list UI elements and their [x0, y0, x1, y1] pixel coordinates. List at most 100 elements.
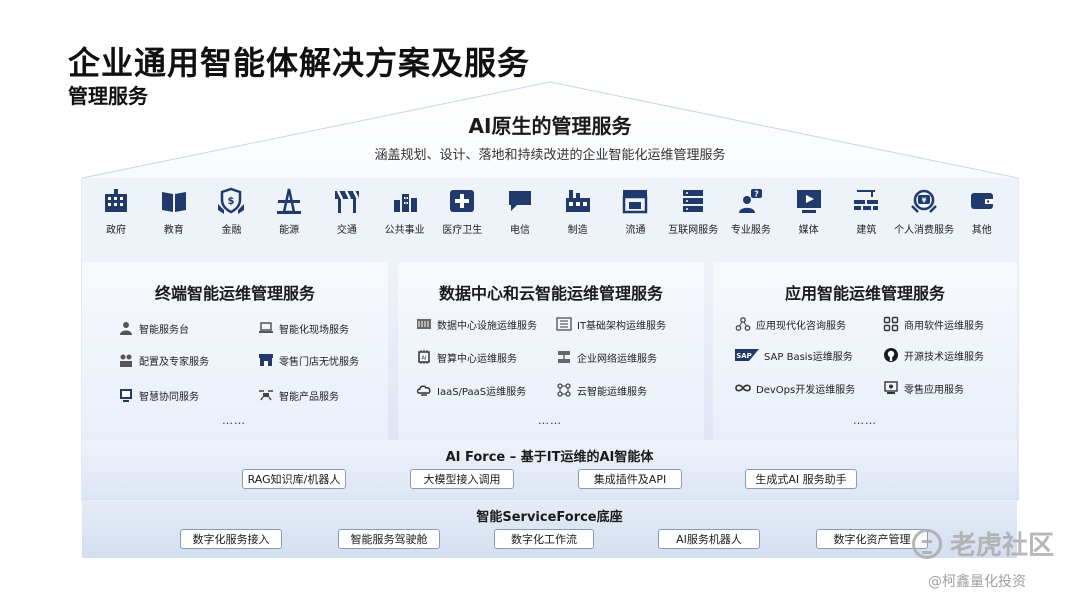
service-force-base: 智能ServiceForce底座 数字化服务接入 智能服务驾驶舱 数字化工作流 …: [82, 500, 1017, 558]
service-item: 数据中心设施运维服务: [416, 316, 537, 332]
roof-subtitle: 涵盖规划、设计、落地和持续改进的企业智能化运维管理服务: [374, 148, 726, 163]
laptop-icon: [259, 322, 273, 333]
service-item: IaaS/PaaS运维服务: [416, 382, 526, 398]
pos-terminal-icon: [884, 381, 898, 394]
industry-media: 媒体: [783, 186, 835, 246]
city-icon: [393, 194, 417, 212]
server-icon: [683, 190, 704, 212]
service-item: 智能产品服务: [258, 387, 339, 403]
watermark-credit: @柯鑫量化投资: [928, 574, 1026, 590]
chip-digital-access: 数字化服务接入: [180, 529, 282, 549]
oil-rig-icon: [277, 188, 302, 214]
more-ellipsis: ……: [222, 414, 246, 427]
drone-icon: [259, 390, 273, 401]
ai-force-title: AI Force – 基于IT运维的AI智能体: [445, 450, 654, 465]
industry-other: 其他: [956, 186, 1008, 246]
svg-text:AI: AI: [422, 356, 427, 362]
service-item: 智能服务台: [118, 320, 189, 336]
svg-text:?: ?: [754, 190, 759, 199]
industry-row: 政府 教育 $ 金融 能源 交通 公共事业 医疗卫生 电信 制造 流通 互联网服…: [90, 186, 1008, 246]
industry-healthcare: 医疗卫生: [436, 186, 488, 246]
shield-hand-icon: $: [218, 187, 245, 214]
road-barrier-icon: [334, 190, 359, 213]
chip-service-cockpit: 智能服务驾驶舱: [338, 529, 440, 549]
svg-text:SAP: SAP: [736, 352, 752, 360]
svg-text:$: $: [228, 196, 235, 207]
retail-store-icon: [259, 354, 273, 366]
book-icon: [161, 192, 186, 212]
service-item: 零售门店无忧服务: [258, 352, 359, 368]
industry-professional: ? 专业服务: [725, 186, 777, 246]
roof-title: AI原生的管理服务: [468, 114, 632, 138]
chip-llm-access: 大模型接入调用: [410, 469, 514, 489]
devops-icon: [735, 384, 751, 392]
chip-digital-workflow: 数字化工作流: [494, 529, 594, 549]
service-item: 商用软件运维服务: [883, 316, 984, 332]
building-icon: [105, 189, 127, 212]
service-item: 零售应用服务: [883, 380, 964, 396]
brick-crane-icon: [854, 190, 879, 210]
panel-datacenter-cloud-ops: 数据中心和云智能运维管理服务 数据中心设施运维服务 IT基础架构运维服务 AI …: [398, 262, 704, 440]
chip-genai-assistant: 生成式AI 服务助手: [745, 469, 857, 489]
tiger-logo-icon: [912, 528, 942, 559]
panel-terminal-ops: 终端智能运维管理服务 智能服务台 智能化现场服务 配置及专家服务 零售门店无忧服…: [82, 262, 388, 440]
chip-ai-robot: AI服务机器人: [658, 529, 760, 549]
svg-text:¥: ¥: [922, 197, 927, 205]
panel-title: 终端智能运维管理服务: [154, 284, 315, 303]
collaboration-icon: [120, 389, 132, 402]
consumer-service-icon: ¥: [911, 189, 937, 213]
service-item: AI 智算中心运维服务: [416, 349, 517, 365]
service-item: IT基础架构运维服务: [556, 316, 666, 332]
chip-rag-knowledge: RAG知识库/机器人: [242, 469, 346, 489]
medical-cross-icon: [450, 190, 475, 212]
service-item: 智能化现场服务: [258, 320, 349, 336]
industry-internet: 互联网服务: [667, 186, 719, 246]
ai-force-band: AI Force – 基于IT运维的AI智能体 RAG知识库/机器人 大模型接入…: [82, 440, 1017, 498]
ai-chip-icon: AI: [418, 350, 430, 364]
industry-transport: 交通: [321, 186, 373, 246]
datacenter-icon: [417, 319, 431, 329]
industry-manufacturing: 制造: [552, 186, 604, 246]
sap-logo-icon: SAP: [735, 349, 759, 361]
service-item: 企业网络运维服务: [556, 349, 657, 365]
service-item: 云智能运维服务: [556, 382, 647, 398]
app-grid-icon: [883, 316, 899, 332]
wallet-icon: [970, 193, 993, 209]
industry-construction: 建筑: [840, 186, 892, 246]
industry-telecom: 电信: [494, 186, 546, 246]
industry-finance: $ 金融: [205, 186, 257, 246]
store-icon: [623, 190, 648, 214]
industry-education: 教育: [148, 186, 200, 246]
service-item: DevOps开发运维服务: [735, 380, 855, 396]
consultant-icon: ?: [738, 189, 762, 213]
page-subtitle: 管理服务: [68, 84, 148, 108]
chip-plugins-api: 集成插件及API: [578, 469, 682, 489]
industry-energy: 能源: [263, 186, 315, 246]
chat-bubble-icon: [509, 191, 532, 211]
service-item: 配置及专家服务: [118, 352, 209, 368]
github-icon: [884, 348, 898, 362]
page-title: 企业通用智能体解决方案及服务: [68, 44, 531, 82]
panel-title: 数据中心和云智能运维管理服务: [438, 284, 663, 303]
service-item: SAP SAP Basis运维服务: [735, 347, 853, 363]
more-ellipsis: ……: [853, 414, 877, 427]
watermark-logo: 老虎社区: [912, 525, 1054, 562]
cloud-layers-icon: [416, 385, 431, 396]
panel-title: 应用智能运维管理服务: [784, 284, 945, 303]
industry-government: 政府: [90, 186, 142, 246]
chip-digital-asset: 数字化资产管理: [816, 529, 928, 549]
industry-distribution: 流通: [609, 186, 661, 246]
factory-icon: [565, 190, 590, 212]
industry-consumer: ¥ 个人消费服务: [894, 186, 954, 246]
service-desk-icon: [120, 322, 132, 335]
video-play-icon: [796, 190, 821, 213]
industry-public-utility: 公共事业: [379, 186, 431, 246]
it-infra-icon: [556, 317, 572, 331]
expert-team-icon: [120, 354, 132, 367]
service-item: 开源技术运维服务: [883, 347, 984, 363]
network-icon: [558, 351, 570, 363]
cloud-nodes-icon: [557, 383, 571, 397]
base-title: 智能ServiceForce底座: [476, 510, 623, 525]
panel-application-ops: 应用智能运维管理服务 应用现代化咨询服务 商用软件运维服务 SAP SAP Ba…: [713, 262, 1017, 440]
service-item: 应用现代化咨询服务: [735, 316, 846, 332]
